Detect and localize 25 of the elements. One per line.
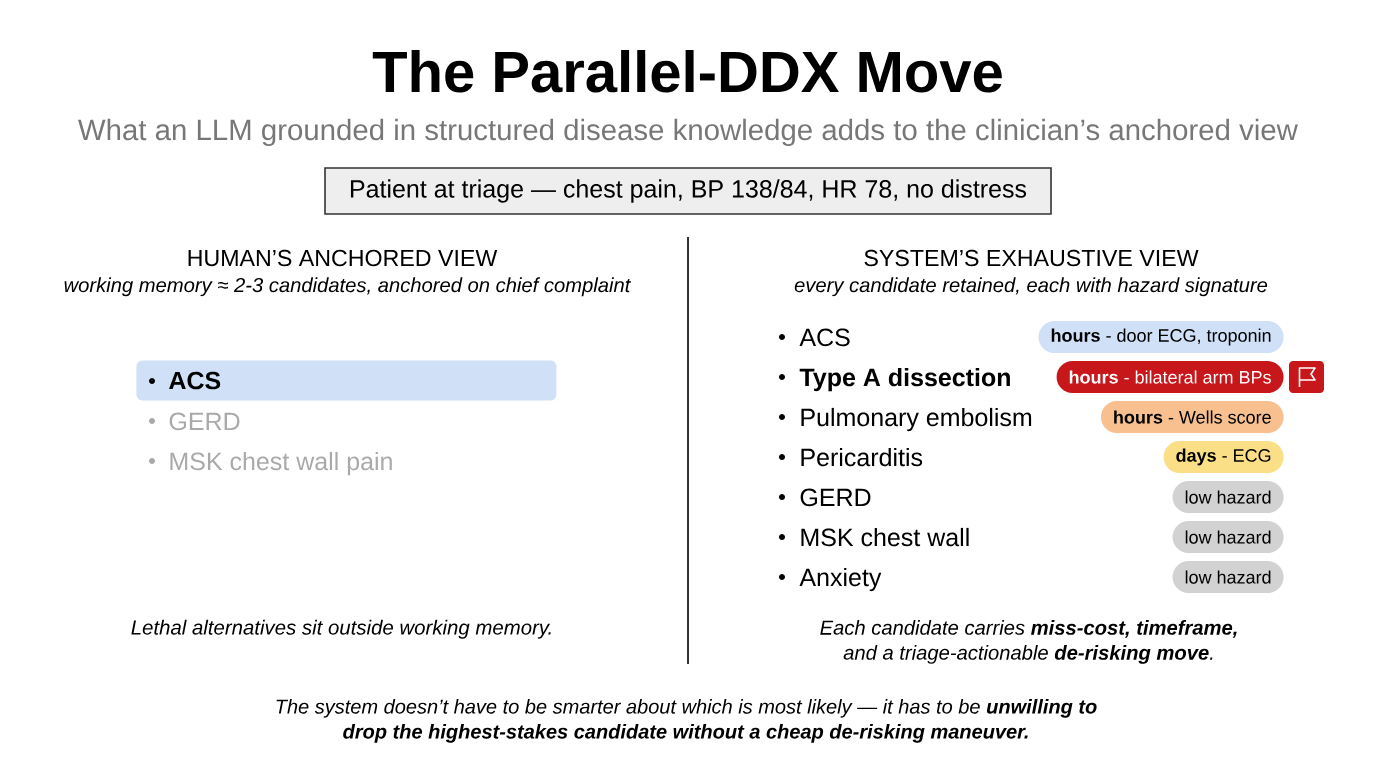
hazard-tag: hours - Wells score: [1100, 401, 1284, 433]
list-item: Pericarditis: [801, 447, 923, 467]
list-item: ACS: [799, 328, 850, 347]
list-item: MSK chest wall pain: [170, 451, 392, 476]
column-subheading: every candidate retained, each with hazard signature: [794, 277, 1268, 297]
highlight-band: ACS: [136, 360, 557, 401]
note: Lethal alternatives sit outside working memory.: [131, 619, 551, 639]
note: Each candidate carries miss-cost, timeframe, and a triage-actionable de-risking move.: [820, 620, 1237, 664]
hazard-tag: low hazard: [1172, 561, 1284, 593]
caption: The system doesn’t have to be smarter about which is most likely — it has to be unwilling to drop the highest-stakes candidate without a cheap de-risking maneuver.: [276, 699, 1097, 743]
hazard-tag: days - ECG: [1163, 441, 1284, 473]
patient-box: Patient at triage — chest pain, BP 138/84, HR 78, no distress: [324, 167, 1052, 215]
list-item: Type A dissection: [799, 367, 1010, 392]
hazard-tag: low hazard: [1172, 521, 1284, 553]
list-item: Pulmonary embolism: [801, 407, 1032, 432]
hazard-tag: low hazard: [1172, 481, 1284, 513]
hazard-tag: hours - door ECG, troponin: [1038, 321, 1284, 353]
list-item: MSK chest wall: [801, 527, 969, 547]
column-heading: SYSTEM’S EXHAUSTIVE VIEW: [864, 249, 1199, 267]
list-item: Anxiety: [799, 567, 882, 592]
hazard-tag: hours - bilateral arm BPs: [1056, 361, 1284, 393]
title: The Parallel-DDX Move: [372, 50, 1002, 93]
column-heading: HUMAN’S ANCHORED VIEW: [188, 249, 498, 267]
list-item: GERD: [800, 488, 871, 507]
column-subheading: working memory ≈ 2-3 candidates, anchored on chief complaint: [64, 277, 632, 297]
